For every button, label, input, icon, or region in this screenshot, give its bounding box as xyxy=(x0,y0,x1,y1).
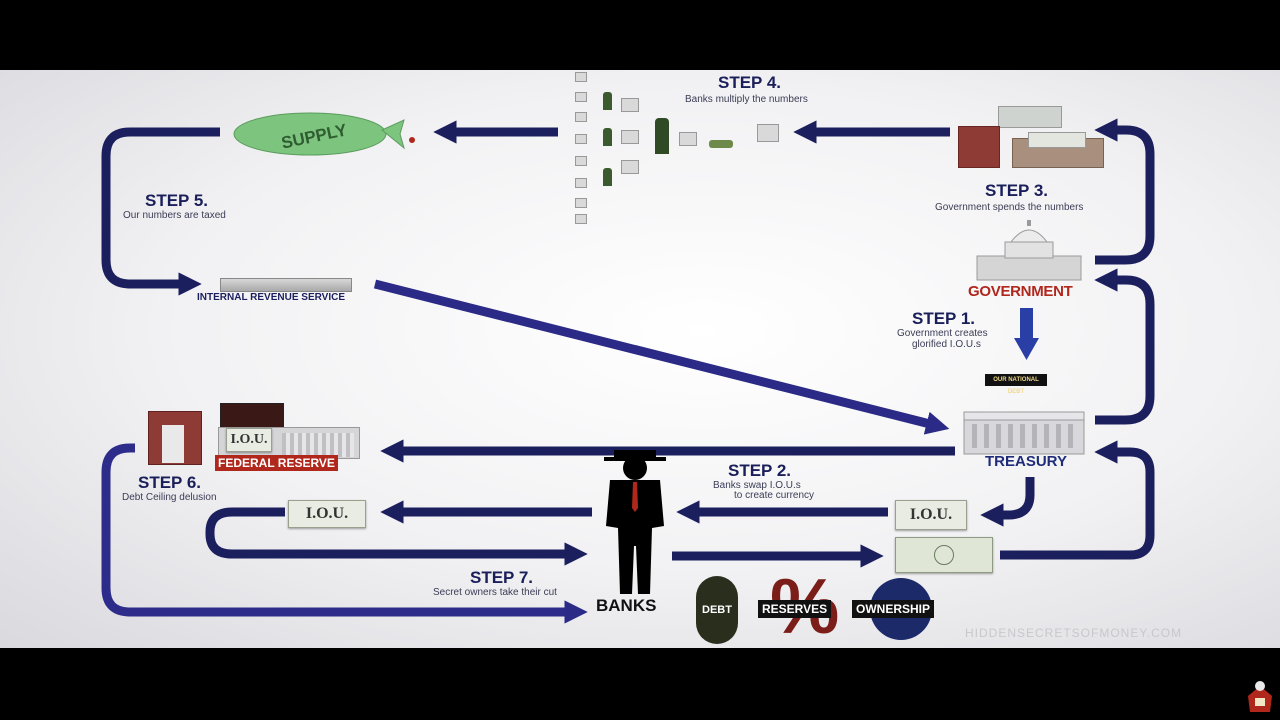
diagram-stage: SUPPLY GOVER xyxy=(0,70,1280,648)
step7-title: STEP 7. xyxy=(470,568,533,587)
treasury-building xyxy=(962,410,1086,456)
debt-coin: DEBT xyxy=(696,576,738,644)
step2-sub-line1: Banks swap I.O.U.s xyxy=(713,480,801,491)
step3-sub: Government spends the numbers xyxy=(935,202,1084,213)
irs-building xyxy=(220,278,352,292)
irs-label: INTERNAL REVENUE SERVICE xyxy=(197,292,345,303)
watermark: HIDDENSECRETSOFMONEY.COM xyxy=(965,626,1183,640)
arrow-supply-to-irs xyxy=(101,127,220,296)
step1-title: STEP 1. xyxy=(912,309,975,328)
flow-arrows xyxy=(101,118,1155,624)
capitol-building xyxy=(975,220,1083,282)
government-label: GOVERNMENT xyxy=(968,283,1073,300)
step1-sub-line1: Government creates xyxy=(897,328,988,339)
debt-label: DEBT xyxy=(702,604,732,616)
step4-sub: Banks multiply the numbers xyxy=(685,94,808,105)
spending-buildings xyxy=(958,102,1118,172)
step2-sub-line2: to create currency xyxy=(734,490,815,501)
reserves-percent-icon: % RESERVES xyxy=(756,566,846,646)
bank-multiplication-grid xyxy=(575,72,785,226)
arrow-gov-to-step3 xyxy=(1094,118,1155,265)
step3-title: STEP 3. xyxy=(985,181,1048,200)
federal-reserve-building xyxy=(148,403,370,467)
arrow-iou-loop-to-banks xyxy=(205,507,588,566)
ownership-label: OWNERSHIP xyxy=(852,600,935,618)
step4-title: STEP 4. xyxy=(718,73,781,92)
national-debt-sign: OUR NATIONAL DEBT xyxy=(985,374,1047,395)
arrow-treasury-to-gov xyxy=(1094,268,1155,425)
step7-sub: Secret owners take their cut xyxy=(433,587,557,598)
iou-note-right: I.O.U. xyxy=(895,500,967,530)
arrow-treasury-to-iou xyxy=(980,477,1035,527)
step6-sub: Debt Ceiling delusion xyxy=(122,492,217,503)
step1-sub-line2: glorified I.O.U.s xyxy=(912,339,981,350)
step6-title: STEP 6. xyxy=(138,473,201,492)
iou-note-fed: I.O.U. xyxy=(226,428,272,452)
step1-down-arrow xyxy=(1014,308,1039,360)
arrow-fed-to-banks-loop xyxy=(101,443,588,624)
treasury-label: TREASURY xyxy=(985,453,1067,470)
arrow-money-to-treasury xyxy=(1000,440,1155,560)
banker-figure xyxy=(600,446,670,596)
channel-logo-icon xyxy=(1244,678,1276,714)
money-supply-blimp: SUPPLY xyxy=(232,110,422,160)
iou-note-left: I.O.U. xyxy=(288,500,366,528)
currency-note xyxy=(895,537,993,573)
banks-label: BANKS xyxy=(596,596,657,615)
step2-title: STEP 2. xyxy=(728,461,791,480)
step5-sub: Our numbers are taxed xyxy=(123,210,226,221)
federal-reserve-label: FEDERAL RESERVE xyxy=(215,455,338,471)
step5-title: STEP 5. xyxy=(145,191,208,210)
arrow-irs-to-treasury xyxy=(373,279,950,435)
ownership-icon: OWNERSHIP xyxy=(850,578,950,644)
reserves-label: RESERVES xyxy=(758,600,832,618)
